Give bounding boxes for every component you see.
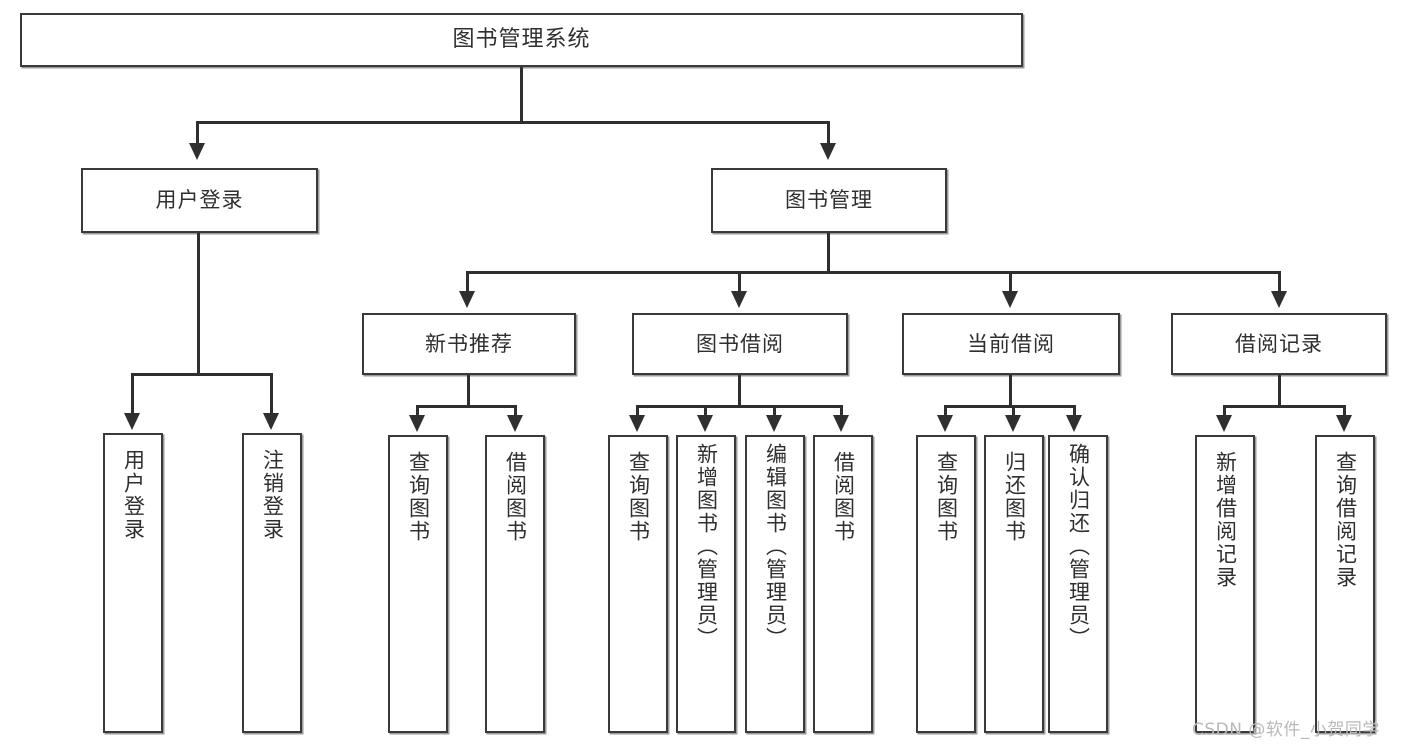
connector-book-borrow-to-leaf-1 <box>636 405 639 417</box>
node-label: 借阅图书 <box>503 451 528 543</box>
arrowhead-current-borrow-leaf-2 <box>1005 415 1021 432</box>
leaf-book-borrow-borrow[interactable]: 借阅图书 <box>813 435 873 733</box>
node-label: 查询借阅记录 <box>1333 451 1358 589</box>
connector-book-mgmt-to-new-book <box>466 271 469 293</box>
node-label: 当前借阅 <box>967 331 1055 356</box>
leaf-user-login-logout[interactable]: 注销登录 <box>242 433 302 733</box>
connector-root-stem <box>520 67 523 123</box>
connector-new-book-stem <box>467 375 470 407</box>
arrowhead-book-mgmt-new-book <box>459 291 475 308</box>
connector-book-borrow-to-leaf-4 <box>840 405 843 417</box>
arrowhead-user-login-leaf-2 <box>263 413 279 430</box>
connector-current-borrow-to-leaf-1 <box>944 405 947 417</box>
node-label: 图书管理 <box>785 188 873 213</box>
node-label: 注销登录 <box>260 449 285 541</box>
node-label: 图书借阅 <box>696 331 784 356</box>
connector-user-login-bus <box>131 373 273 376</box>
connector-current-borrow-to-leaf-3 <box>1073 405 1076 417</box>
connector-current-borrow-to-leaf-2 <box>1012 405 1015 417</box>
arrowhead-current-borrow-leaf-1 <box>937 415 953 432</box>
arrowhead-current-borrow-leaf-3 <box>1066 415 1082 432</box>
leaf-borrow-record-add[interactable]: 新增借阅记录 <box>1195 435 1255 733</box>
arrowhead-new-book-leaf-2 <box>507 415 523 432</box>
leaf-book-borrow-edit[interactable]: 编辑图书（管理员） <box>745 435 805 733</box>
node-label: 新增借阅记录 <box>1213 451 1238 589</box>
connector-user-login-stem <box>197 233 200 376</box>
connector-book-mgmt-to-record <box>1278 271 1281 293</box>
connector-root-to-user-login <box>196 121 199 145</box>
node-borrow-record[interactable]: 借阅记录 <box>1171 313 1387 375</box>
connector-borrow-record-to-leaf-1 <box>1223 405 1226 417</box>
connector-user-login-to-leaf-1 <box>131 373 134 415</box>
connector-user-login-to-leaf-2 <box>270 373 273 415</box>
connector-new-book-to-leaf-2 <box>514 405 517 417</box>
connector-book-borrow-stem <box>738 375 741 407</box>
connector-book-mgmt-to-borrow <box>738 271 741 293</box>
connector-root-bus <box>196 121 828 124</box>
node-book-borrow[interactable]: 图书借阅 <box>632 313 848 375</box>
connector-borrow-record-stem <box>1278 375 1281 407</box>
connector-new-book-to-leaf-1 <box>416 405 419 417</box>
leaf-current-borrow-query[interactable]: 查询图书 <box>916 435 976 733</box>
watermark-text: CSDN @软件_小贺同学 <box>1192 720 1380 740</box>
node-root-system[interactable]: 图书管理系统 <box>20 13 1023 67</box>
connector-borrow-record-to-leaf-2 <box>1343 405 1346 417</box>
leaf-borrow-record-query[interactable]: 查询借阅记录 <box>1315 435 1375 733</box>
connector-current-borrow-bus <box>944 405 1076 408</box>
node-label: 新增图书（管理员） <box>694 443 719 650</box>
connector-borrow-record-bus <box>1223 405 1345 408</box>
connector-new-book-bus <box>416 405 517 408</box>
arrowhead-book-mgmt-borrow <box>731 291 747 308</box>
connector-book-mgmt-to-current <box>1009 271 1012 293</box>
node-label: 编辑图书（管理员） <box>763 443 788 650</box>
connector-book-borrow-to-leaf-3 <box>773 405 776 417</box>
arrowhead-book-borrow-leaf-1 <box>629 415 645 432</box>
connector-book-mgmt-stem <box>827 233 830 273</box>
leaf-user-login-login[interactable]: 用户登录 <box>103 433 163 733</box>
arrowhead-borrow-record-leaf-2 <box>1336 415 1352 432</box>
leaf-book-borrow-query[interactable]: 查询图书 <box>608 435 668 733</box>
node-label: 查询图书 <box>406 451 431 543</box>
leaf-new-book-query[interactable]: 查询图书 <box>388 435 448 733</box>
arrowhead-root-to-user-login <box>189 143 205 160</box>
node-label: 新书推荐 <box>425 331 513 356</box>
connector-book-borrow-to-leaf-2 <box>704 405 707 417</box>
node-label: 用户登录 <box>121 449 146 541</box>
node-new-book-recommend[interactable]: 新书推荐 <box>362 313 576 375</box>
arrowhead-book-borrow-leaf-4 <box>833 415 849 432</box>
node-label: 用户登录 <box>155 188 244 213</box>
arrowhead-book-borrow-leaf-2 <box>697 415 713 432</box>
node-current-borrow[interactable]: 当前借阅 <box>902 313 1120 375</box>
node-label: 确认归还（管理员） <box>1066 443 1091 650</box>
node-book-management[interactable]: 图书管理 <box>711 168 947 233</box>
arrowhead-book-mgmt-record <box>1271 291 1287 308</box>
node-label: 归还图书 <box>1002 451 1027 543</box>
node-label: 查询图书 <box>934 451 959 543</box>
arrowhead-user-login-leaf-1 <box>124 413 140 430</box>
leaf-current-borrow-return[interactable]: 归还图书 <box>984 435 1044 733</box>
arrowhead-borrow-record-leaf-1 <box>1216 415 1232 432</box>
connector-book-borrow-bus <box>636 405 843 408</box>
leaf-current-borrow-confirm[interactable]: 确认归还（管理员） <box>1048 435 1108 733</box>
node-label: 查询图书 <box>626 451 651 543</box>
arrowhead-book-mgmt-current <box>1002 291 1018 308</box>
arrowhead-book-borrow-leaf-3 <box>766 415 782 432</box>
node-user-login[interactable]: 用户登录 <box>81 168 318 233</box>
arrowhead-new-book-leaf-1 <box>409 415 425 432</box>
node-label: 借阅图书 <box>831 451 856 543</box>
arrowhead-root-to-book-mgmt <box>820 143 836 160</box>
connector-current-borrow-stem <box>1009 375 1012 407</box>
connector-root-to-book-mgmt <box>827 121 830 145</box>
leaf-new-book-borrow[interactable]: 借阅图书 <box>485 435 545 733</box>
node-label: 图书管理系统 <box>452 27 591 53</box>
connector-book-mgmt-bus <box>466 271 1281 274</box>
node-label: 借阅记录 <box>1235 331 1323 356</box>
leaf-book-borrow-add[interactable]: 新增图书（管理员） <box>676 435 736 733</box>
